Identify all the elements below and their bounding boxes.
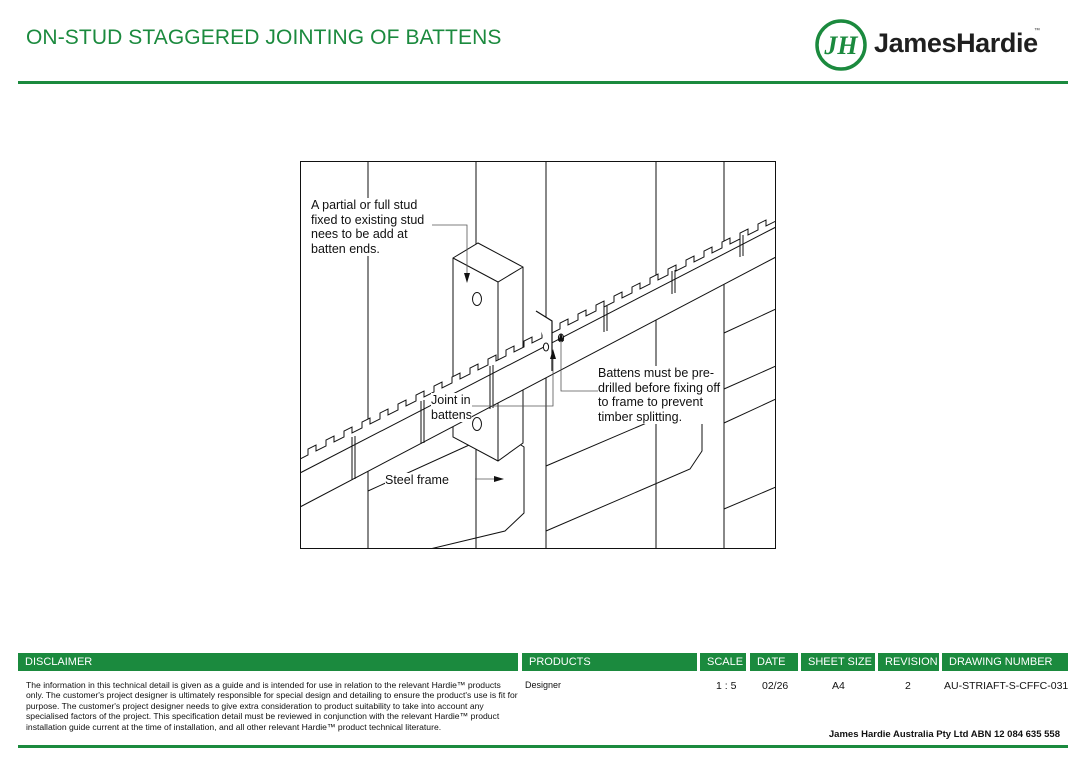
callout-joint-in-battens: Joint in battens xyxy=(431,393,473,423)
drawing-number-value: AU-STRIAFT-S-CFFC-031 xyxy=(944,680,1069,692)
date-header: DATE xyxy=(750,653,798,671)
date-value: 02/26 xyxy=(762,680,789,692)
products-header: PRODUCTS xyxy=(522,653,697,671)
scale-header: SCALE xyxy=(700,653,746,671)
scale-value: 1 : 5 xyxy=(716,680,737,692)
callout-steel-frame: Steel frame xyxy=(385,473,449,488)
jh-monogram-icon: JH xyxy=(815,19,867,71)
sheet-size-header: SHEET SIZE xyxy=(801,653,875,671)
technical-drawing: A partial or full stud fixed to existing… xyxy=(300,161,776,549)
drawing-number-header: DRAWING NUMBER xyxy=(942,653,1068,671)
disclaimer-header: DISCLAIMER xyxy=(18,653,518,671)
drawing-border xyxy=(300,161,776,549)
page-title: ON-STUD STAGGERED JOINTING OF BATTENS xyxy=(26,26,502,49)
disclaimer-text: The information in this technical detail… xyxy=(26,680,518,732)
batten-joints xyxy=(351,235,744,480)
products-value: Designer xyxy=(525,680,562,690)
logo-monogram: JH xyxy=(823,31,858,60)
predrill-hole-left xyxy=(542,342,550,352)
callout-partial-stud: A partial or full stud fixed to existing… xyxy=(311,198,425,257)
company-abn: James Hardie Australia Pty Ltd ABN 12 08… xyxy=(828,729,1060,740)
sheet-size-value: A4 xyxy=(832,680,845,692)
arrowhead-icon xyxy=(464,273,564,482)
footer-divider xyxy=(18,745,1068,748)
callout-predrill: Battens must be pre- drilled before fixi… xyxy=(598,366,721,425)
header-divider xyxy=(18,81,1068,84)
brand-name: JamesHardie xyxy=(874,28,1038,58)
brand-trademark: ™ xyxy=(1034,28,1040,34)
brand-logo: JH JamesHardie ™ xyxy=(814,18,1074,72)
revision-header: REVISION xyxy=(878,653,939,671)
batten xyxy=(300,219,776,508)
revision-value: 2 xyxy=(905,680,911,692)
